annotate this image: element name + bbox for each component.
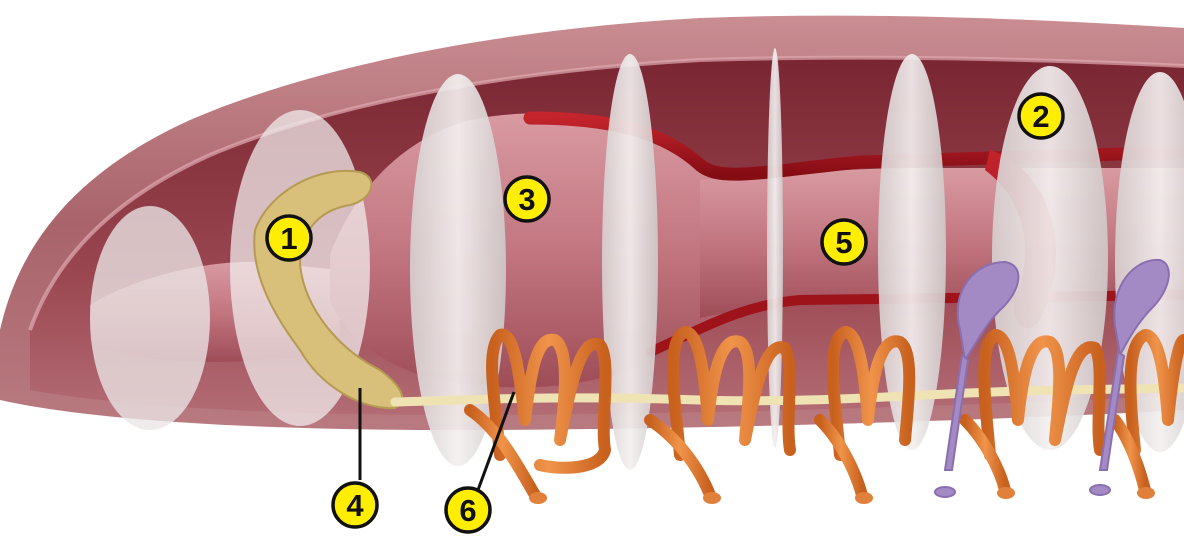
marker-3-label: 3: [518, 182, 535, 217]
septum: [90, 206, 210, 430]
marker-5: 5: [822, 220, 866, 264]
marker-1: 1: [267, 216, 311, 260]
marker-6-label: 6: [459, 493, 476, 528]
marker-4-label: 4: [346, 488, 364, 523]
nephridiopores: [529, 487, 1155, 504]
marker-1-label: 1: [280, 221, 297, 256]
marker-6: 6: [446, 488, 490, 532]
marker-4: 4: [333, 483, 377, 527]
marker-3: 3: [505, 177, 549, 221]
marker-2: 2: [1019, 94, 1063, 138]
marker-2-label: 2: [1032, 99, 1049, 134]
marker-5-label: 5: [835, 225, 852, 260]
septum: [767, 48, 783, 448]
